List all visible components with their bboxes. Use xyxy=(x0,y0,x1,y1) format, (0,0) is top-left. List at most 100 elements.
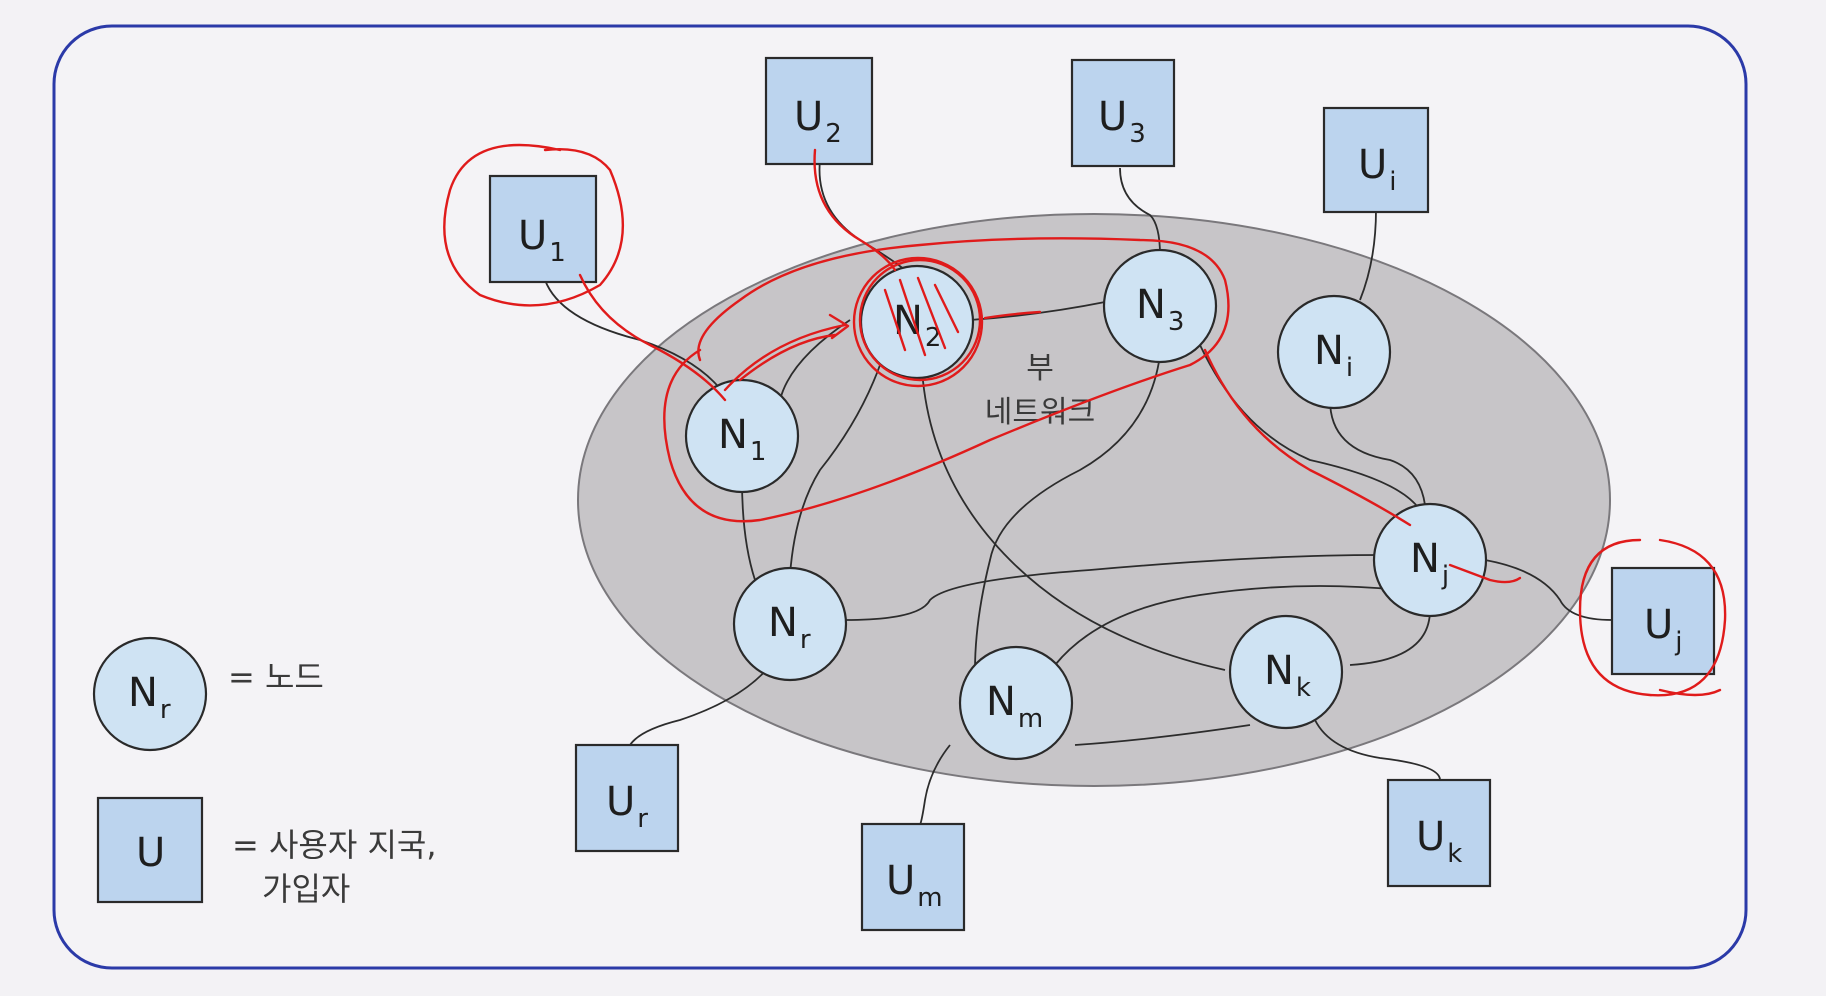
user-uk-main: U xyxy=(1416,814,1445,860)
user-ui-sub: i xyxy=(1389,167,1396,197)
node-n2-sub: 2 xyxy=(925,323,942,353)
user-u1-main: U xyxy=(518,213,547,259)
user-u2-main: U xyxy=(794,94,823,140)
ink-hatch-n2 xyxy=(883,276,960,357)
link-u3-n3 xyxy=(1119,167,1161,256)
legend-user-desc-line1: = 사용자 지국, xyxy=(232,826,437,864)
legend-user-box xyxy=(96,796,204,904)
subnetwork-ellipse xyxy=(577,213,1611,787)
ink-path-n3-nj xyxy=(1203,348,1412,527)
user-uk-sub: k xyxy=(1447,839,1462,869)
user-u2-box xyxy=(764,56,874,166)
ink-path-u2-n2 xyxy=(813,148,897,272)
svg-text:Nj: Nj xyxy=(1410,536,1449,591)
user-um-sub: m xyxy=(917,883,942,913)
link-n2-nk xyxy=(921,369,1226,671)
svg-text:Nk: Nk xyxy=(1264,648,1311,703)
svg-text:U1: U1 xyxy=(518,213,566,268)
link-nk-uk xyxy=(1314,719,1441,781)
user-um: Um xyxy=(860,822,966,932)
node-n3-circle xyxy=(1102,248,1218,364)
node-nm-sub: m xyxy=(1018,704,1043,734)
link-nj-uj xyxy=(1484,559,1613,621)
link-n3-nm xyxy=(974,354,1161,671)
user-uk-box xyxy=(1386,778,1492,888)
legend-node-main: N xyxy=(128,670,158,716)
ink-arrow-n1-n2b xyxy=(738,333,837,382)
legend: Nr = 노드 U = 사용자 지국, 가입자 xyxy=(92,636,437,908)
user-ur-box xyxy=(574,743,680,853)
link-nm-um xyxy=(919,744,951,826)
svg-text:U2: U2 xyxy=(794,94,842,149)
svg-text:Ui: Ui xyxy=(1358,142,1397,197)
ink-circle-uj xyxy=(1578,538,1727,697)
svg-text:Nr: Nr xyxy=(128,670,171,725)
user-u1: U1 xyxy=(488,174,598,284)
user-uj-box xyxy=(1610,566,1716,676)
ink-circle-n2 xyxy=(858,258,982,382)
node-nk-sub: k xyxy=(1296,673,1311,703)
ink-path-u1-n1 xyxy=(578,273,727,402)
links xyxy=(544,159,1613,826)
svg-text:N1: N1 xyxy=(718,412,766,467)
node-n1-main: N xyxy=(718,412,748,458)
node-nr-sub: r xyxy=(800,625,811,655)
user-u3: U3 xyxy=(1070,58,1176,168)
user-um-box xyxy=(860,822,966,932)
svg-text:Ni: Ni xyxy=(1314,328,1353,383)
svg-text:N3: N3 xyxy=(1136,282,1184,337)
ink-circle-u1 xyxy=(443,143,625,307)
link-nm-nk xyxy=(1074,724,1251,746)
legend-node-circle xyxy=(92,636,208,752)
node-nr-main: N xyxy=(768,600,798,646)
network-nodes: N1 N2 N3 Ni Nj Nr Nm Nk xyxy=(684,248,1488,761)
node-nm-main: N xyxy=(986,679,1016,725)
user-u3-main: U xyxy=(1098,94,1127,140)
node-ni-main: N xyxy=(1314,328,1344,374)
link-nk-nj xyxy=(1349,609,1431,666)
ink-path-nj-uj xyxy=(1448,563,1522,584)
node-nk-main: N xyxy=(1264,648,1294,694)
user-u3-box xyxy=(1070,58,1176,168)
link-ui-ni xyxy=(1359,209,1377,301)
svg-text:Nm: Nm xyxy=(986,679,1043,734)
node-nj-main: N xyxy=(1410,536,1440,582)
node-n1: N1 xyxy=(684,378,800,494)
node-nm-circle xyxy=(958,645,1074,761)
node-ni: Ni xyxy=(1276,294,1392,410)
subnetwork-label-line2: 네트워크 xyxy=(985,395,1095,430)
node-nj-circle xyxy=(1372,502,1488,618)
node-n3-sub: 3 xyxy=(1168,307,1185,337)
link-nr-ur xyxy=(629,667,769,746)
link-n2-nr xyxy=(789,364,881,576)
svg-text:Nr: Nr xyxy=(768,600,811,655)
node-ni-sub: i xyxy=(1346,353,1353,383)
svg-text:Uj: Uj xyxy=(1644,602,1683,657)
user-ui-box xyxy=(1322,106,1430,214)
node-nk-circle xyxy=(1228,614,1344,730)
user-u2-sub: 2 xyxy=(825,119,842,149)
subnetwork-label-line1: 부 xyxy=(1026,351,1054,386)
node-ni-circle xyxy=(1276,294,1392,410)
node-nj-sub: j xyxy=(1441,561,1449,591)
user-u1-box xyxy=(488,174,598,284)
node-nk: Nk xyxy=(1228,614,1344,730)
handwritten-annotations xyxy=(443,143,1727,697)
user-ui-main: U xyxy=(1358,142,1387,188)
svg-text:Uk: Uk xyxy=(1416,814,1462,869)
legend-user-desc-line2: 가입자 xyxy=(262,870,350,908)
user-ur: Ur xyxy=(574,743,680,853)
node-n1-circle xyxy=(684,378,800,494)
node-n3: N3 xyxy=(1102,248,1218,364)
svg-text:Ur: Ur xyxy=(606,779,648,834)
ink-loop-n1-n3 xyxy=(663,237,1230,523)
legend-node-sub: r xyxy=(160,695,171,725)
ink-dash-n2-n3 xyxy=(983,310,1042,320)
link-nr-nj xyxy=(844,554,1381,621)
user-uj-sub: j xyxy=(1674,627,1682,657)
user-u1-sub: 1 xyxy=(549,238,566,268)
link-n1-n2 xyxy=(779,319,851,401)
user-uj-main: U xyxy=(1644,602,1673,648)
